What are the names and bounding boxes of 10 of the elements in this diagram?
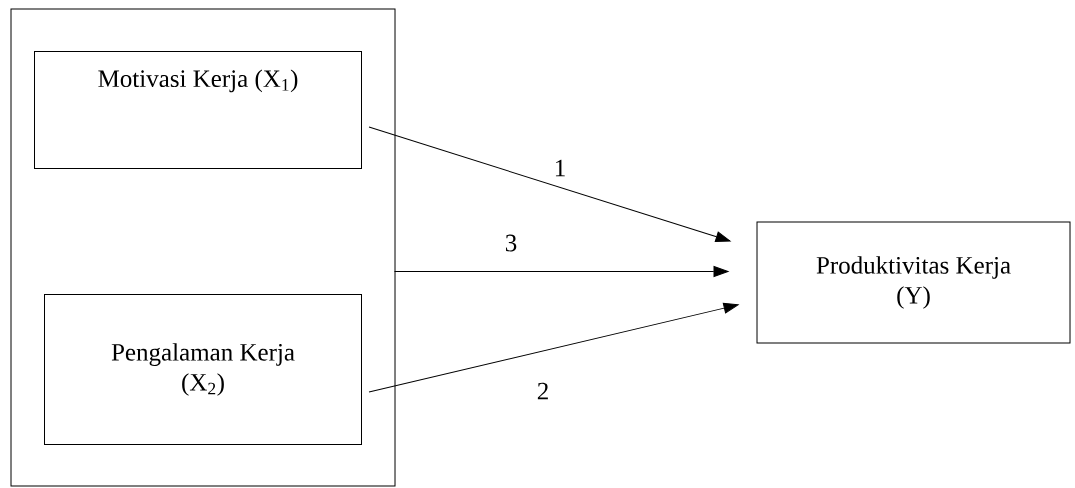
- outer-frame: [10, 8, 396, 487]
- variable-box: Pengalaman Kerja (X$_{2}$): [44, 294, 362, 445]
- variable-box: Produktivitas Kerja (Y): [756, 221, 1071, 344]
- variable-box: Motivasi Kerja (X$_{1}$): [34, 51, 362, 169]
- edge-label: 1: [552, 158, 568, 178]
- edge-label: 3: [503, 233, 519, 253]
- arrow: [368, 126, 731, 243]
- edge-label: 2: [535, 381, 551, 401]
- arrow: [368, 302, 739, 393]
- arrow: [394, 266, 729, 277]
